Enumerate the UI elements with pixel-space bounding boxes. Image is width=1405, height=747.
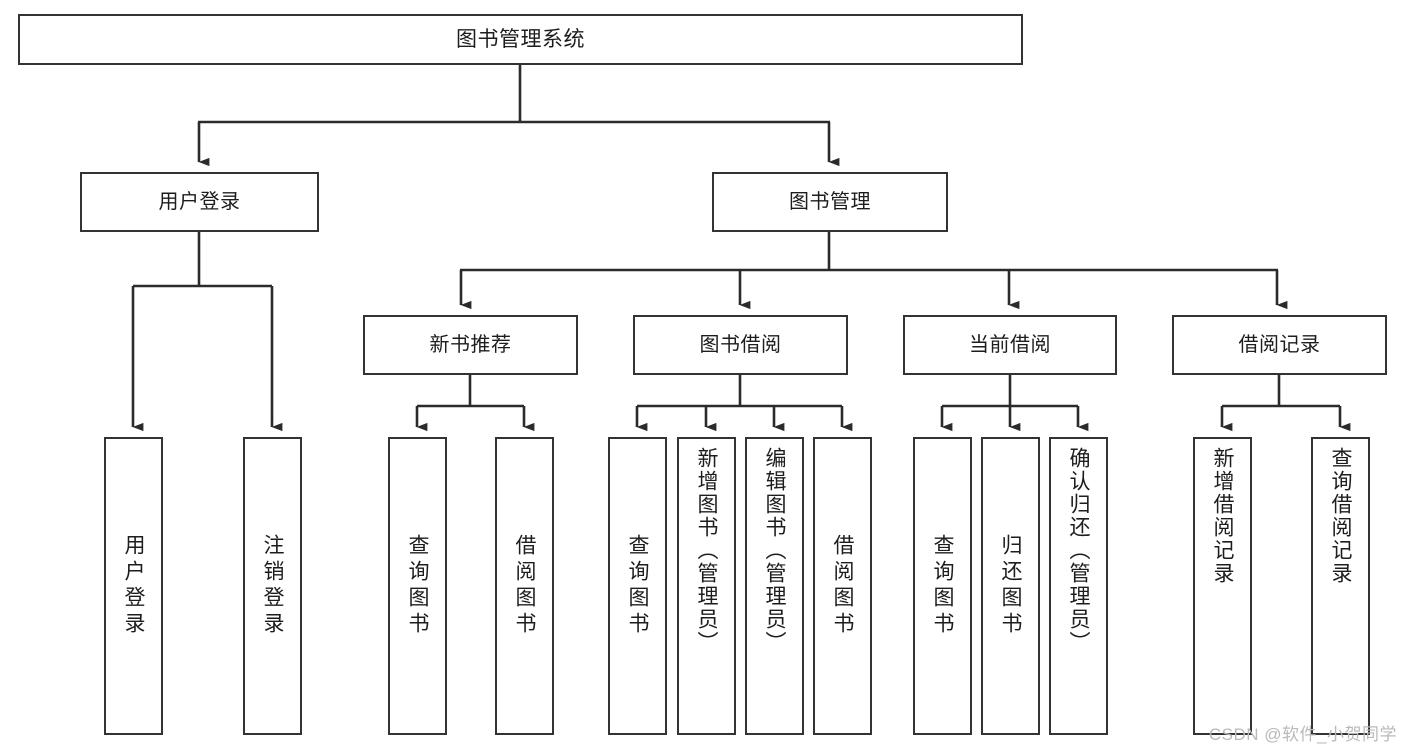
- node-book-management[interactable]: 图书管理: [712, 172, 948, 232]
- leaf-borrow-query-book-label: 查询图书: [626, 534, 649, 638]
- leaf-recommend-query-book[interactable]: 查询图书: [388, 437, 447, 735]
- node-book-borrow[interactable]: 图书借阅: [633, 315, 848, 375]
- leaf-query-borrow-record[interactable]: 查询借阅记录: [1311, 437, 1370, 735]
- node-book-borrow-label: 图书借阅: [699, 333, 782, 356]
- leaf-borrow-query-book[interactable]: 查询图书: [608, 437, 667, 735]
- leaf-recommend-borrow-book[interactable]: 借阅图书: [495, 437, 554, 735]
- leaf-add-borrow-record-label: 新增借阅记录: [1211, 447, 1234, 585]
- leaf-logout-label: 注销登录: [261, 534, 284, 638]
- leaf-logout[interactable]: 注销登录: [243, 437, 302, 735]
- leaf-current-query-book[interactable]: 查询图书: [913, 437, 972, 735]
- leaf-user-login[interactable]: 用户登录: [104, 437, 163, 735]
- leaf-add-book-admin[interactable]: 新增图书（管理员）: [677, 437, 736, 735]
- leaf-return-book[interactable]: 归还图书: [981, 437, 1040, 735]
- node-borrow-record-label: 借阅记录: [1238, 333, 1321, 356]
- leaf-edit-book-admin-label: 编辑图书（管理员）: [763, 447, 786, 654]
- node-user-login-label: 用户登录: [158, 190, 241, 213]
- node-book-management-label: 图书管理: [789, 190, 871, 213]
- leaf-current-query-book-label: 查询图书: [931, 534, 954, 638]
- leaf-confirm-return-admin-label: 确认归还（管理员）: [1067, 447, 1090, 654]
- leaf-add-borrow-record[interactable]: 新增借阅记录: [1193, 437, 1252, 735]
- node-new-book-recommend[interactable]: 新书推荐: [363, 315, 578, 375]
- node-current-borrow[interactable]: 当前借阅: [903, 315, 1117, 375]
- leaf-recommend-borrow-book-label: 借阅图书: [513, 534, 536, 638]
- node-user-login[interactable]: 用户登录: [80, 172, 319, 232]
- leaf-confirm-return-admin[interactable]: 确认归还（管理员）: [1049, 437, 1108, 735]
- leaf-return-book-label: 归还图书: [999, 534, 1022, 638]
- leaf-user-login-label: 用户登录: [122, 534, 145, 638]
- leaf-add-book-admin-label: 新增图书（管理员）: [695, 447, 718, 654]
- node-current-borrow-label: 当前借阅: [969, 333, 1051, 356]
- node-borrow-record[interactable]: 借阅记录: [1172, 315, 1387, 375]
- node-root-system[interactable]: 图书管理系统: [18, 14, 1023, 65]
- leaf-borrow-borrow-book[interactable]: 借阅图书: [813, 437, 872, 735]
- leaf-query-borrow-record-label: 查询借阅记录: [1329, 447, 1352, 585]
- leaf-borrow-borrow-book-label: 借阅图书: [831, 534, 854, 638]
- node-new-book-recommend-label: 新书推荐: [429, 333, 512, 356]
- leaf-edit-book-admin[interactable]: 编辑图书（管理员）: [745, 437, 804, 735]
- node-root-label: 图书管理系统: [456, 27, 585, 51]
- csdn-watermark: CSDN @软件_小贺同学: [1208, 725, 1397, 744]
- leaf-recommend-query-book-label: 查询图书: [406, 534, 429, 638]
